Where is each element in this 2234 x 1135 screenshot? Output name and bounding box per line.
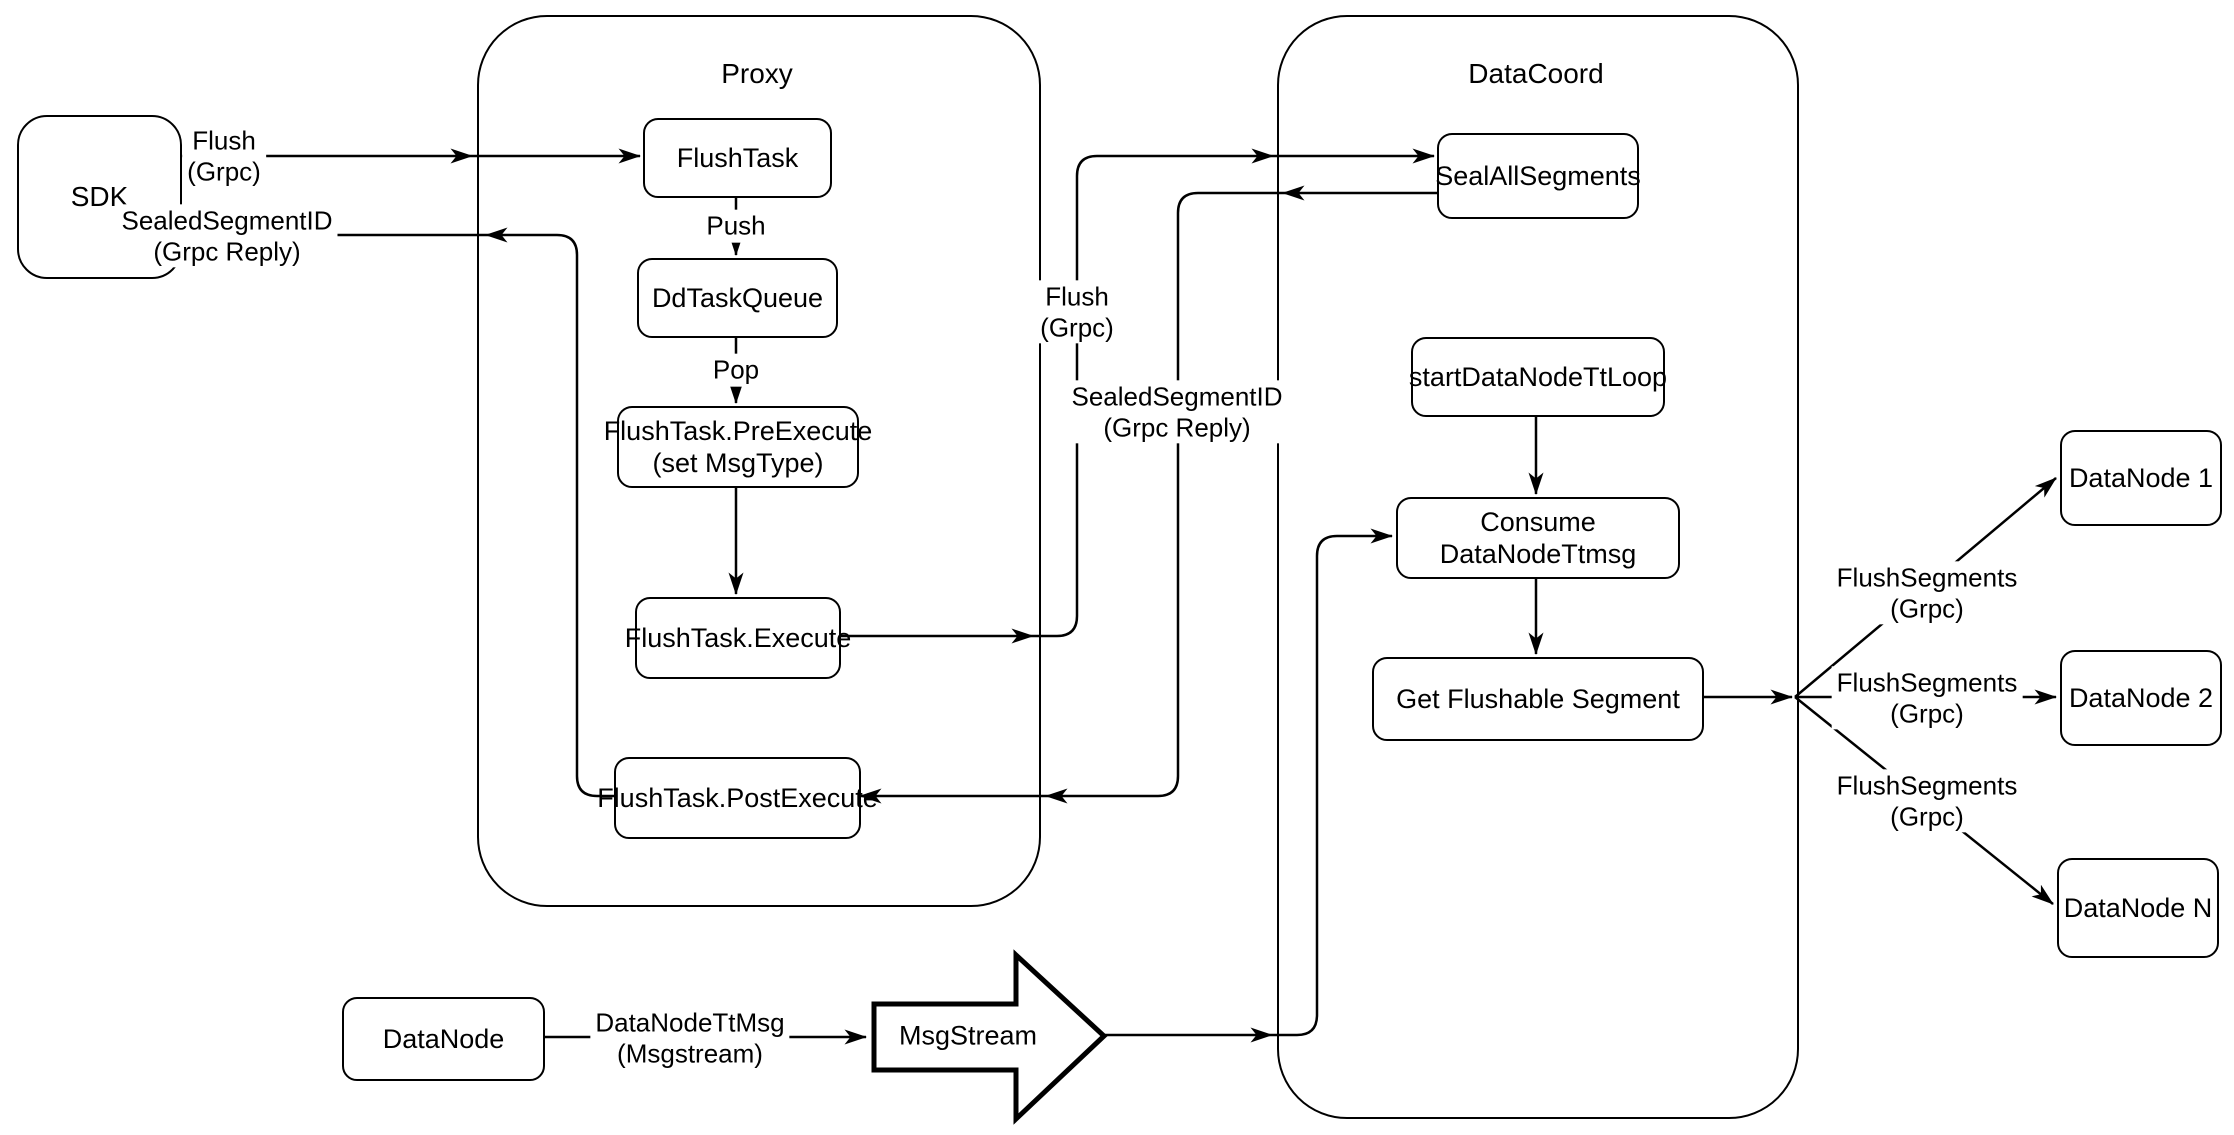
edge-sealallsegments-postexecute-2 (1045, 191, 1283, 804)
proxy-container-title: Proxy (721, 58, 793, 89)
node-datanode2: DataNode 2 (2060, 650, 2222, 746)
proxy-container (477, 15, 1041, 907)
edge-msgstream-consume-2 (1272, 528, 1393, 1037)
edge-label-push: Push (701, 209, 771, 243)
edge-label-flush-grpc-datacoord: Flush (Grpc) (1035, 280, 1119, 344)
node-preexecute: FlushTask.PreExecute (set MsgType) (604, 406, 872, 488)
node-datanoden: DataNode N (2057, 858, 2219, 958)
edge-label-datanodettmsg: DataNodeTtMsg (Msgstream) (590, 1006, 790, 1070)
edge-label-flushsegments-2: FlushSegments (Grpc) (1831, 666, 2023, 730)
node-datanode1-label: DataNode 1 (2068, 462, 2214, 493)
node-flushtask: FlushTask (643, 118, 832, 198)
edge-label-flush-grpc-sdk: Flush (Grpc) (182, 124, 266, 188)
node-datanode-bottom: DataNode (342, 997, 545, 1081)
datacoord-container (1277, 15, 1799, 1119)
edge-label-pop: Pop (707, 353, 765, 387)
node-sealallsegments: SealAllSegments (1435, 133, 1641, 219)
edge-label-sealedsegmentid-sdk: SealedSegmentID (Grpc Reply) (116, 204, 338, 268)
node-preexecute-label-line2: (set MsgType) (652, 448, 824, 478)
node-msgstream-label: MsgStream (898, 1020, 1038, 1051)
node-postexecute: FlushTask.PostExecute (597, 757, 878, 839)
node-startdatanodettloop: startDataNodeTtLoop (1408, 337, 1668, 417)
node-consumedatanodettmsg: Consume DataNodeTtmsg (1396, 497, 1680, 579)
datacoord-container-title: DataCoord (1468, 58, 1604, 89)
node-preexecute-label-line1: FlushTask.PreExecute (603, 415, 873, 446)
node-getflushablesegment-label: Get Flushable Segment (1396, 683, 1680, 714)
node-getflushablesegment: Get Flushable Segment (1372, 657, 1704, 741)
msgstream-arrow-shape (871, 949, 1108, 1125)
edge-postexecute-sdk-1 (485, 227, 614, 798)
node-datanode2-label: DataNode 2 (2068, 682, 2214, 713)
node-datanoden-label: DataNode N (2063, 892, 2213, 923)
edge-label-flushsegments-3: FlushSegments (Grpc) (1831, 769, 2023, 833)
edge-label-sealedsegmentid-datacoord: SealedSegmentID (Grpc Reply) (1066, 380, 1288, 444)
node-execute: FlushTask.Execute (625, 597, 851, 679)
node-sealallsegments-label: SealAllSegments (1435, 160, 1641, 191)
edge-label-flushsegments-1: FlushSegments (Grpc) (1831, 561, 2023, 625)
node-startdatanodettloop-label: startDataNodeTtLoop (1408, 361, 1668, 392)
node-datanode-bottom-label: DataNode (382, 1023, 505, 1054)
node-consumedatanodettmsg-label: Consume DataNodeTtmsg (1439, 506, 1637, 569)
node-ddtaskqueue-label: DdTaskQueue (651, 282, 824, 313)
node-ddtaskqueue: DdTaskQueue (637, 258, 838, 338)
node-datanode1: DataNode 1 (2060, 430, 2222, 526)
node-flushtask-label: FlushTask (676, 142, 799, 173)
node-postexecute-label: FlushTask.PostExecute (597, 782, 878, 813)
node-execute-label: FlushTask.Execute (624, 622, 852, 653)
